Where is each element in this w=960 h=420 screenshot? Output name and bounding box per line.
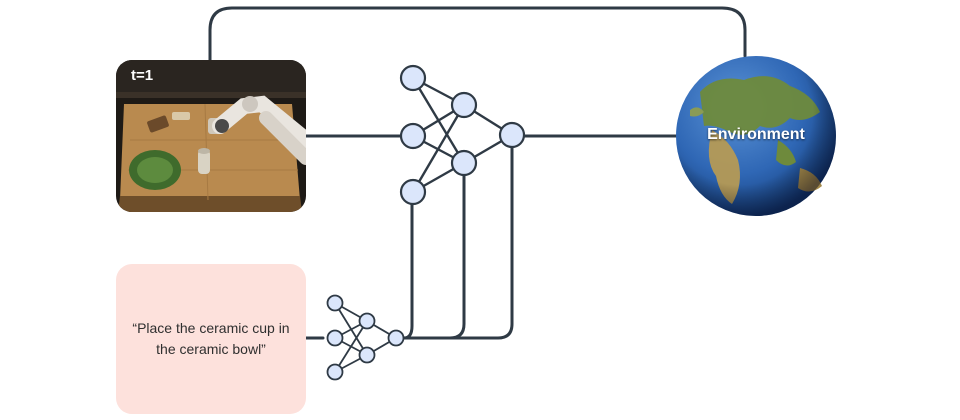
- encoder-node: [326, 363, 344, 381]
- encoder-node: [358, 312, 376, 330]
- encoder-node: [326, 294, 344, 312]
- environment-label: Environment: [707, 126, 805, 143]
- encoder-node: [387, 329, 405, 347]
- timestep-label: t=1: [131, 67, 153, 84]
- network-node: [450, 149, 478, 177]
- instruction-card: “Place the ceramic cup in the ceramic bo…: [116, 264, 306, 414]
- environment-globe: [676, 56, 836, 216]
- network-node: [498, 121, 526, 149]
- instruction-text: “Place the ceramic cup in the ceramic bo…: [132, 320, 290, 357]
- text-encoder: [326, 294, 405, 381]
- encoder-to-layer3-wire: [402, 146, 514, 340]
- observation-image: [116, 60, 306, 212]
- feedback-loop-wire: [208, 6, 747, 62]
- network-node: [399, 178, 427, 206]
- encoder-to-layer1-wire: [402, 203, 414, 340]
- policy-network: [399, 64, 526, 206]
- encoder-node: [358, 346, 376, 364]
- network-node: [399, 64, 427, 92]
- network-node: [399, 122, 427, 150]
- network-node: [450, 91, 478, 119]
- encoder-node: [326, 329, 344, 347]
